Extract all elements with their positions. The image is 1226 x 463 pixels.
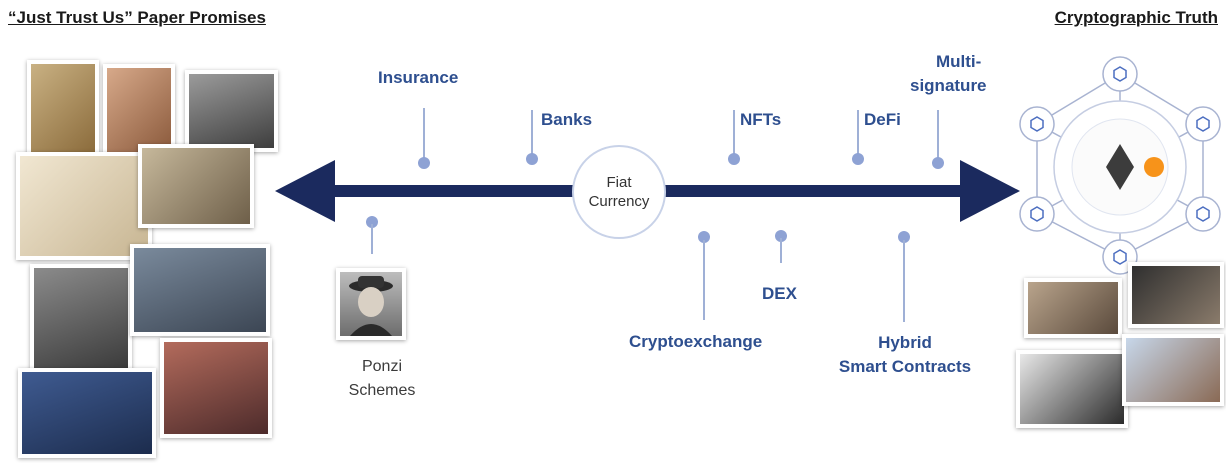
bank-queue-photo [130, 244, 270, 336]
hardware-wallet-hand-photo [1024, 278, 1122, 338]
center-label-line1: Fiat [606, 174, 632, 191]
defi-stem [857, 110, 859, 157]
fiat-currency-circle: Fiat Currency [572, 145, 666, 239]
banks-stem [531, 110, 533, 158]
right-heading: Cryptographic Truth [1054, 8, 1218, 27]
defi-dot [852, 153, 864, 165]
banks-dot [526, 153, 538, 165]
multisignature-line2: signature [910, 76, 987, 95]
cryptoexchange-stem [703, 240, 705, 320]
center-label-line2: Currency [588, 193, 650, 210]
ledger-device-photo [1016, 350, 1128, 428]
nfts-label: NFTs [740, 110, 782, 129]
multisignature-stem [937, 110, 939, 160]
ponzi-stem [371, 224, 373, 254]
painting-photo [138, 144, 254, 228]
insurance-dot [418, 157, 430, 169]
ancient-banknote-2-photo [103, 64, 175, 156]
old-certificate-photo [16, 152, 152, 260]
ponzi-label: Ponzi Schemes [347, 355, 417, 403]
laptop-typing-photo [1128, 262, 1224, 328]
crypto-network-diagram [1019, 56, 1221, 275]
hybrid-dot [898, 231, 910, 243]
dex-stem [780, 238, 782, 263]
hybrid-line1: Hybrid [878, 333, 932, 352]
ancient-banknote-photo [27, 60, 99, 160]
ponzi-portrait-photo [336, 268, 406, 340]
phone-app-photo [1122, 334, 1224, 406]
hybrid-label: Hybrid Smart Contracts [832, 331, 978, 379]
defi-label: DeFi [864, 110, 901, 129]
multisignature-dot [932, 157, 944, 169]
ponzi-line1: Ponzi [361, 358, 403, 375]
bank-crowd-photo [160, 338, 272, 438]
left-heading: “Just Trust Us” Paper Promises [8, 8, 266, 27]
multisignature-line1: Multi- [936, 52, 982, 71]
dex-label: DEX [762, 284, 797, 303]
cryptoexchange-dot [698, 231, 710, 243]
ponzi-line2: Schemes [348, 382, 416, 399]
ponzi-dot [366, 216, 378, 228]
cryptoexchange-label: Cryptoexchange [629, 332, 763, 351]
banks-label: Banks [541, 110, 593, 129]
crowd-street-photo [185, 70, 278, 152]
insurance-stem [423, 108, 425, 160]
insurance-label: Insurance [378, 68, 459, 87]
dex-dot [775, 230, 787, 242]
hybrid-line2: Smart Contracts [838, 357, 972, 376]
bank-building-photo [30, 264, 132, 374]
banco-frances-photo [18, 368, 156, 458]
nfts-stem [733, 110, 735, 157]
nfts-dot [728, 153, 740, 165]
hybrid-stem [903, 240, 905, 322]
multisignature-label: Multi- signature [910, 50, 987, 98]
